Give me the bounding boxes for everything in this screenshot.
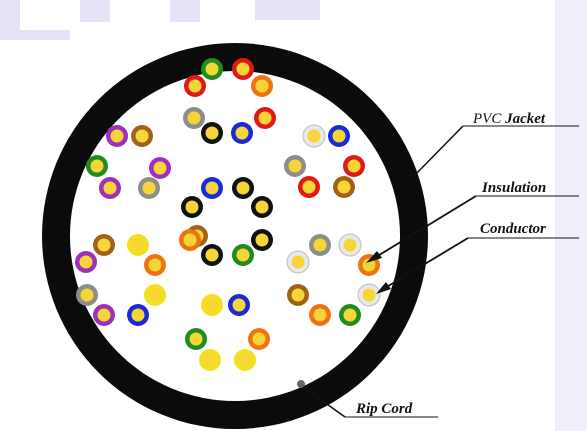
wire-conductor	[362, 258, 376, 272]
conductor-leader-line	[384, 237, 469, 289]
wire-conductor	[343, 238, 357, 252]
wire-conductor	[185, 200, 199, 214]
wire-conductor	[291, 288, 305, 302]
wire-conductor	[131, 308, 145, 322]
wire-conductor	[205, 62, 219, 76]
wire-bundle-top	[183, 58, 276, 144]
wire-conductor	[97, 308, 111, 322]
wire-conductor	[313, 308, 327, 322]
insulation-leader-line	[375, 195, 477, 258]
watermark-bar-1	[0, 0, 20, 30]
wire-conductor	[110, 129, 124, 143]
wire-conductor	[347, 159, 361, 173]
wire-conductor	[343, 308, 357, 322]
wire-conductor	[255, 233, 269, 247]
wire-bundle-upper-left	[86, 125, 171, 199]
wire-bundle-lower-left	[75, 234, 166, 326]
wire-conductor	[205, 298, 219, 312]
wire-bundles	[75, 58, 381, 371]
wire-bundle-lower-right	[286, 233, 381, 326]
wire-conductor	[236, 181, 250, 195]
wire-conductor	[187, 111, 201, 125]
wire-conductor	[288, 159, 302, 173]
conductor-label: Conductor	[480, 221, 546, 237]
wire-conductor	[252, 332, 266, 346]
wire-bundle-bottom	[185, 294, 270, 371]
wire-conductor	[332, 129, 346, 143]
wire-conductor	[255, 200, 269, 214]
wire-conductor	[302, 180, 316, 194]
wire-bundle-upper-right	[284, 124, 365, 198]
wire-conductor	[255, 79, 269, 93]
wire-conductor	[203, 353, 217, 367]
wire-conductor	[235, 126, 249, 140]
wire-conductor	[80, 288, 94, 302]
wire-bundle-center	[179, 177, 273, 266]
wire-conductor	[103, 181, 117, 195]
wire-conductor	[153, 161, 167, 175]
wire-conductor	[97, 238, 111, 252]
wire-conductor	[189, 332, 203, 346]
wire-conductor	[148, 258, 162, 272]
pvc-jacket-label: PVC Jacket	[472, 111, 546, 127]
wire-conductor	[79, 255, 93, 269]
conductor-arrowhead	[376, 282, 391, 294]
insulation-arrowhead	[366, 251, 382, 263]
wire-conductor	[205, 181, 219, 195]
wire-conductor	[188, 79, 202, 93]
watermark-bar-5	[255, 0, 320, 20]
rip-cord-leader-line	[302, 386, 346, 418]
wire-conductor	[238, 353, 252, 367]
wire-conductor	[362, 288, 376, 302]
wire-conductor	[135, 129, 149, 143]
wire-conductor	[90, 159, 104, 173]
wire-conductor	[205, 248, 219, 262]
wire-conductor	[131, 238, 145, 252]
wire-conductor	[258, 111, 272, 125]
rip-cord-label: Rip Cord	[355, 401, 413, 417]
wire-conductor	[232, 298, 246, 312]
pvc-jacket-leader-line	[411, 125, 464, 179]
rip-cord	[297, 380, 305, 388]
watermark-bar-3	[80, 0, 110, 22]
insulation-label: Insulation	[481, 180, 546, 196]
watermark-bar-6	[555, 0, 587, 431]
wire-conductor	[148, 288, 162, 302]
wire-conductor	[205, 126, 219, 140]
wire-conductor	[313, 238, 327, 252]
wire-conductor	[307, 129, 321, 143]
watermark-bar-4	[170, 0, 200, 22]
wire-conductor	[291, 255, 305, 269]
wire-conductor	[236, 62, 250, 76]
wire-conductor	[142, 181, 156, 195]
wire-conductor	[337, 180, 351, 194]
watermark-bar-2	[0, 30, 70, 40]
wire-conductor	[183, 233, 197, 247]
wire-conductor	[236, 248, 250, 262]
